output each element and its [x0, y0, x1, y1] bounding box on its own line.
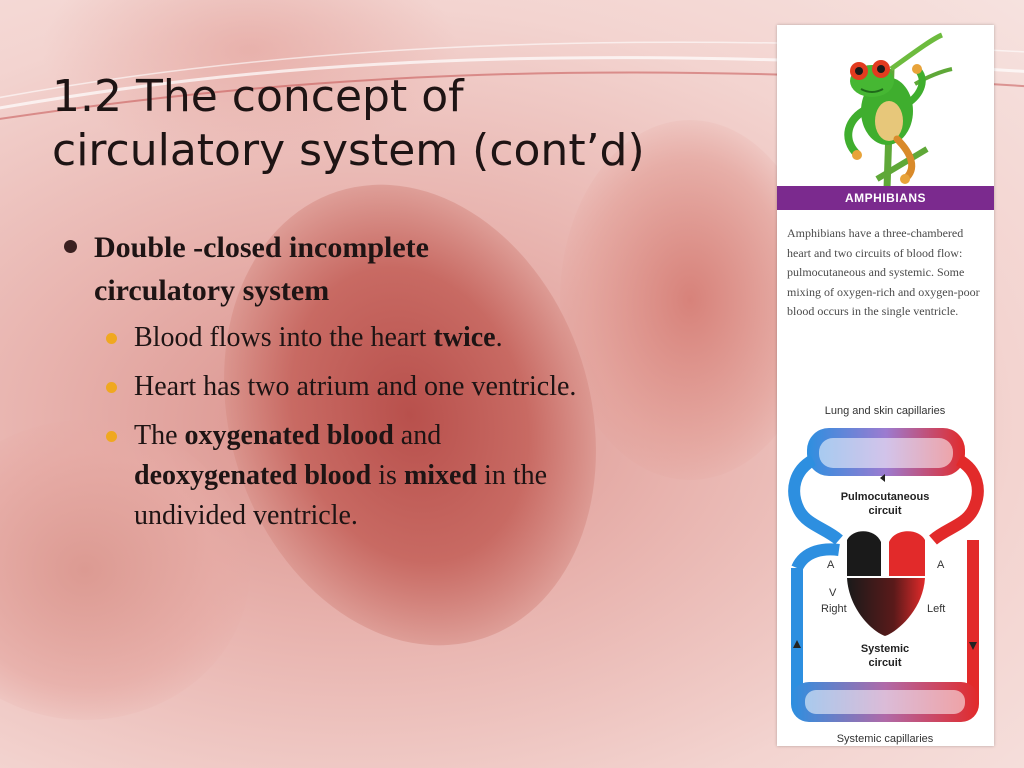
bullet-text: in the [477, 460, 548, 491]
title-line: circulatory system (cont’d) [52, 125, 645, 176]
right-label: Right [821, 603, 847, 615]
bullet-text: Blood flows into the heart [134, 322, 434, 353]
main-bullet-line: circulatory system [94, 274, 330, 307]
bullet-text: and [393, 420, 442, 451]
bullet-text: is [371, 460, 404, 491]
sub-bullet-dot-icon [106, 431, 117, 442]
sub-bullet-list: Blood flows into the heart twice. Heart … [102, 318, 742, 536]
diagram-label-bottom: Systemic capillaries [837, 733, 934, 745]
left-atrium [889, 531, 925, 576]
main-bullet-line: Double -closed incomplete [94, 231, 429, 264]
systemic-label: circuit [868, 657, 901, 669]
blood-cell-shape [560, 120, 820, 480]
ventricle-label: V [829, 587, 837, 599]
sub-bullet-item: Heart has two atrium and one ventricle. [102, 367, 742, 407]
figure-description: Amphibians have a three-chambered heart … [787, 226, 980, 318]
bullet-dot-icon [64, 240, 77, 253]
bullet-text: undivided ventricle. [134, 500, 358, 531]
sub-bullet-dot-icon [106, 382, 117, 393]
diagram-label-top: Lung and skin capillaries [825, 405, 946, 417]
systemic-label: Systemic [861, 643, 909, 655]
atrium-label: A [937, 559, 945, 571]
frog-icon [844, 32, 953, 189]
right-atrium [847, 531, 881, 576]
section-band-label: AMPHIBIANS [777, 186, 994, 210]
main-bullet: Double -closed incomplete circulatory sy… [62, 226, 742, 312]
pulmo-label: circuit [868, 505, 901, 517]
bullet-list: Double -closed incomplete circulatory sy… [62, 226, 742, 545]
ventricle [847, 578, 925, 636]
sub-bullet-item: The oxygenated blood and deoxygenated bl… [102, 416, 742, 536]
title-line: 1.2 The concept of [52, 71, 464, 122]
bullet-text: . [495, 322, 503, 353]
bullet-emphasis: twice [433, 322, 496, 353]
bullet-emphasis: deoxygenated blood [134, 460, 372, 491]
bullet-emphasis: oxygenated blood [184, 420, 394, 451]
atrium-label: A [827, 559, 835, 571]
bullet-text: The [134, 420, 185, 451]
circulation-diagram: Lung and skin capillaries Pulmocutaneous… [788, 405, 984, 745]
slide-title: 1.2 The concept of circulatory system (c… [52, 70, 752, 178]
left-label: Left [927, 603, 945, 615]
amphibians-figure-panel: AMPHIBIANS Amphibians have a three-chamb… [777, 25, 994, 746]
sub-bullet-item: Blood flows into the heart twice. [102, 318, 742, 358]
sub-bullet-dot-icon [106, 333, 117, 344]
bullet-text: Heart has two atrium and one ventricle. [134, 371, 577, 402]
bullet-emphasis: mixed [403, 460, 478, 491]
pulmo-label: Pulmocutaneous [841, 491, 930, 503]
